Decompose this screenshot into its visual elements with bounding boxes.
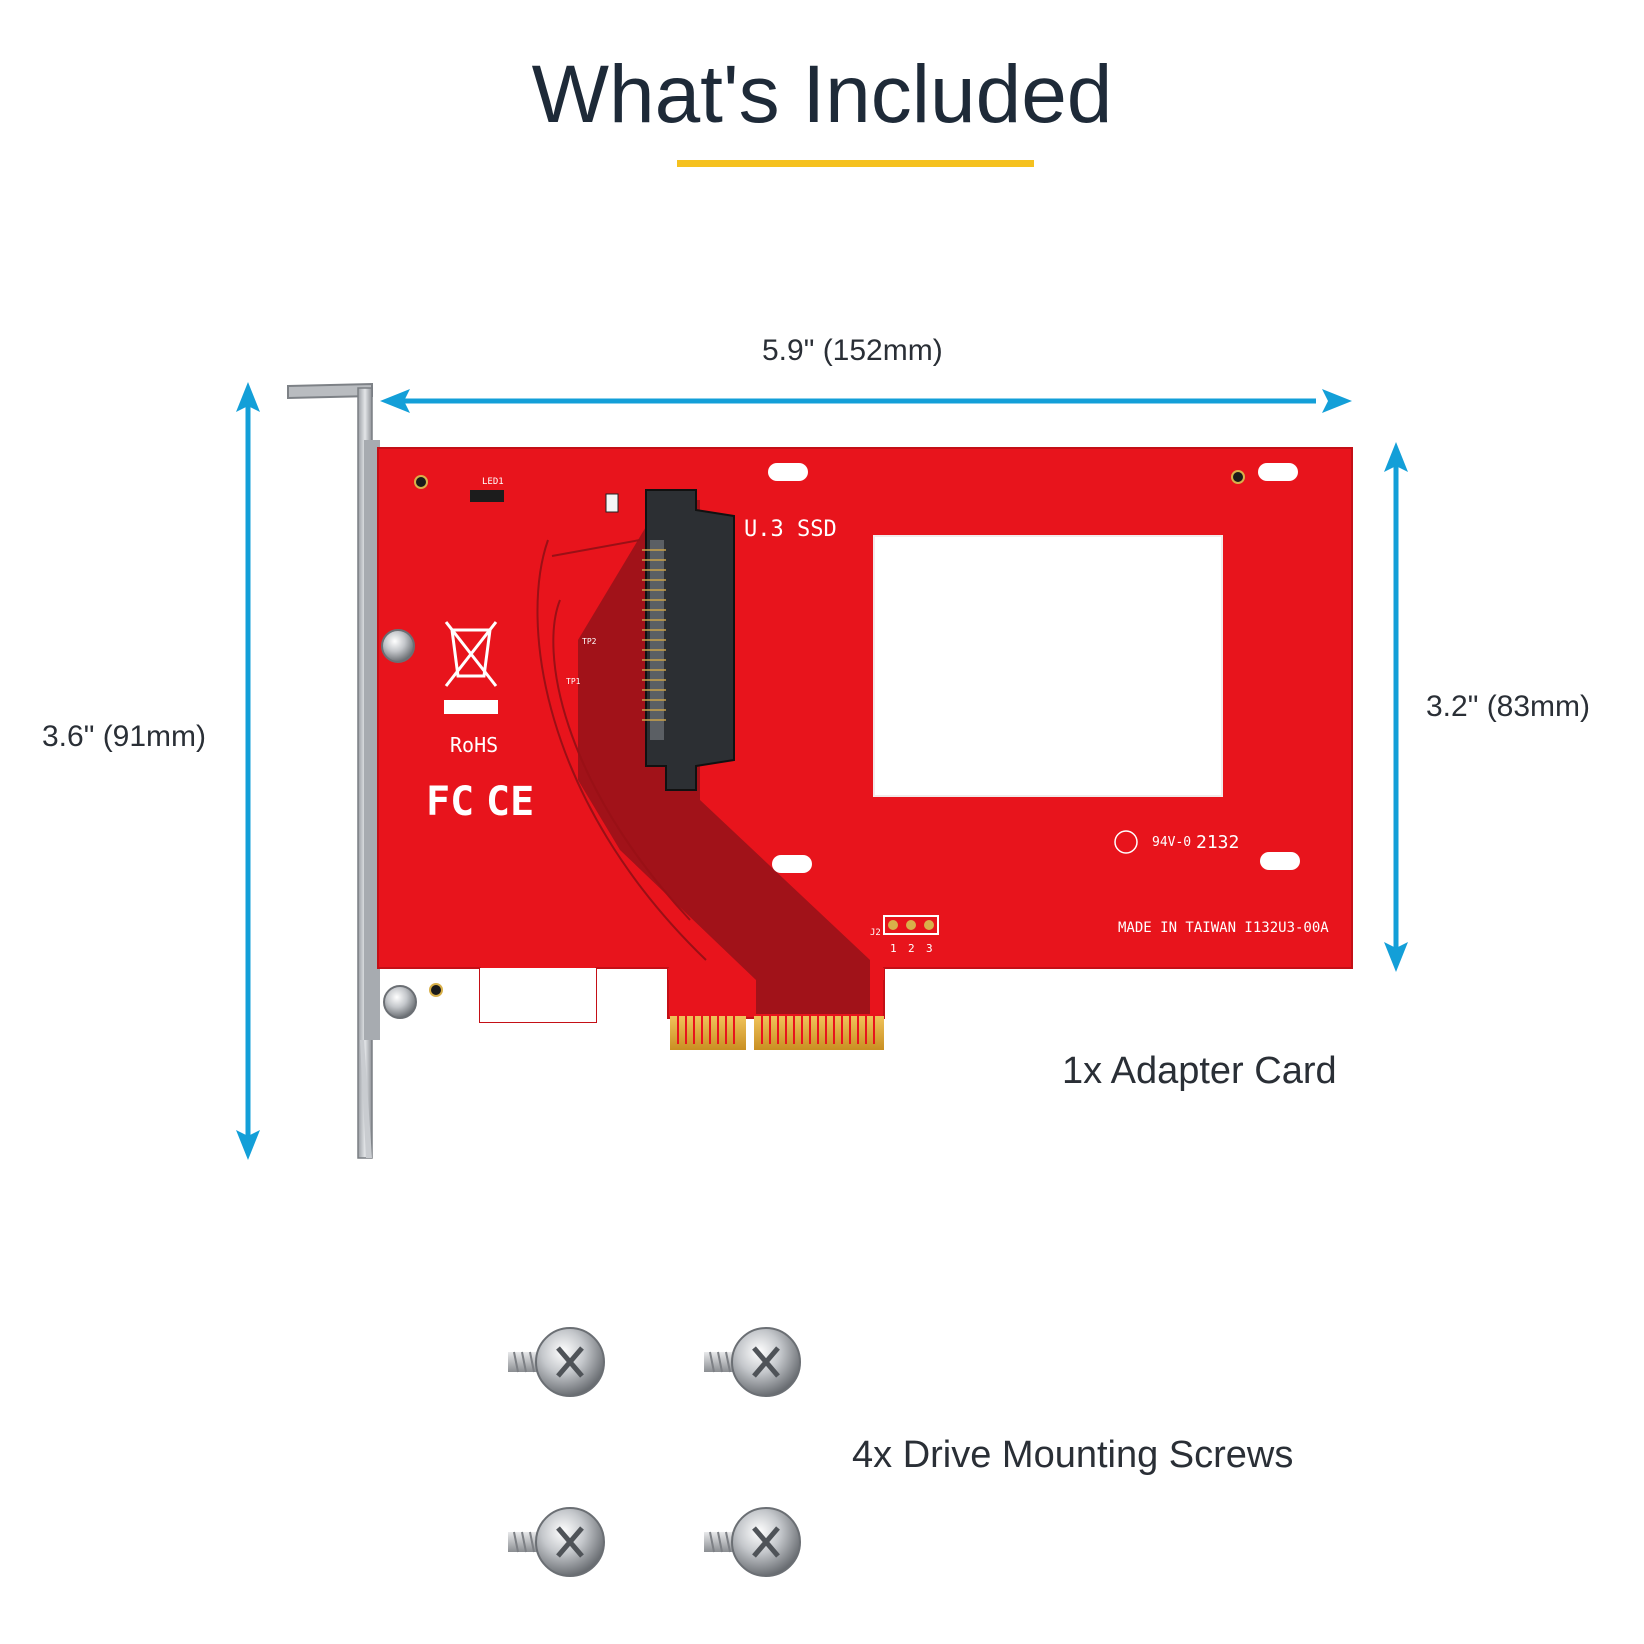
mounting-screws-caption: 4x Drive Mounting Screws: [852, 1434, 1294, 1476]
rating-silkscreen: 94V-0: [1152, 835, 1191, 850]
fc-mark: FC: [426, 779, 474, 825]
adapter-card-pcb: [377, 447, 1353, 1050]
j2-silkscreen: J2: [870, 928, 881, 938]
u3-ssd-silkscreen: U.3 SSD: [744, 517, 837, 542]
pin-label-3: 3: [926, 942, 933, 955]
width-dimension-arrow: [380, 389, 1352, 413]
mounting-screw: [704, 1327, 801, 1397]
tp1-silkscreen: TP1: [566, 677, 581, 686]
pin-label-1: 1: [890, 942, 897, 955]
pci-bracket: [287, 382, 380, 1159]
ce-mark: CE: [486, 779, 534, 825]
rohs-silkscreen: RoHS: [450, 733, 498, 757]
mounting-screw: [508, 1507, 605, 1577]
page-title: What's Included: [531, 49, 1113, 140]
title-underline: [677, 160, 1034, 167]
width-dimension-label: 5.9" (152mm): [762, 334, 943, 367]
adapter-card-caption: 1x Adapter Card: [1062, 1050, 1337, 1092]
u3-connector: [642, 489, 735, 791]
made-in-silkscreen: MADE IN TAIWAN I132U3-00A: [1118, 920, 1329, 936]
tp2-silkscreen: TP2: [582, 637, 597, 646]
mounting-screw: [704, 1507, 801, 1577]
mounting-screw: [508, 1327, 605, 1397]
height-dimension-label: 3.6" (91mm): [42, 720, 207, 753]
height-dimension-arrow: [236, 382, 260, 1160]
card-height-dimension-label: 3.2" (83mm): [1426, 690, 1591, 723]
pcie-gold-fingers: [670, 1016, 884, 1050]
pin-label-2: 2: [908, 942, 915, 955]
led-silkscreen: LED1: [482, 477, 504, 487]
blank-label-sticker: [873, 535, 1223, 797]
weee-recycle-icon: [444, 621, 498, 714]
date-code-silkscreen: 2132: [1196, 832, 1239, 853]
card-height-dimension-arrow: [1384, 442, 1408, 972]
